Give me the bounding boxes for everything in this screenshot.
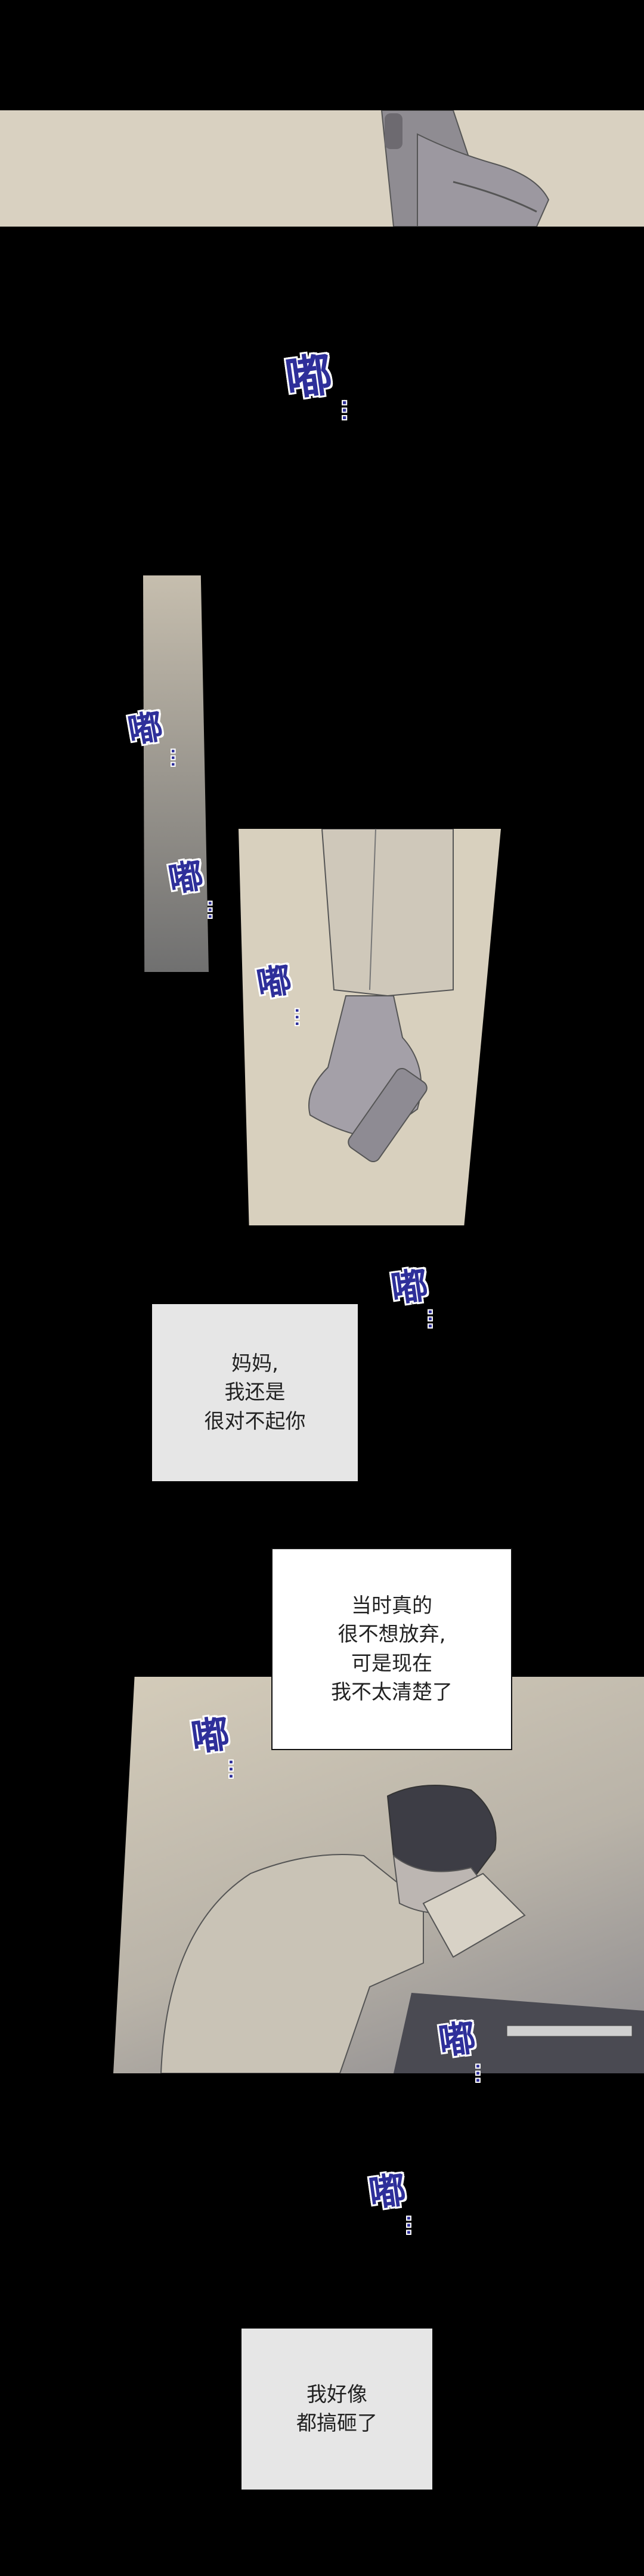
sfx-dots-4: ...: [292, 1008, 309, 1028]
caption-box-2: 当时真的 很不想放弃, 可是现在 我不太清楚了: [271, 1548, 512, 1750]
caption-1-line-2: 我还是: [224, 1380, 286, 1405]
person-slumped-illustration: [160, 1785, 644, 2073]
sfx-dots-1: ...: [339, 400, 358, 422]
panel-hand-dangling-phone: [239, 829, 501, 1225]
sfx-dots-2: ...: [168, 748, 185, 769]
sfx-dots-8: ...: [403, 2215, 421, 2237]
sfx-dots-3: ...: [205, 900, 222, 921]
sfx-du-5: 嘟: [388, 1262, 431, 1311]
caption-1-line-1: 妈妈,: [231, 1352, 278, 1376]
sfx-dots-6: ...: [225, 1759, 243, 1781]
sfx-dots-7: ...: [472, 2063, 490, 2085]
caption-box-1: 妈妈, 我还是 很对不起你: [152, 1304, 358, 1481]
caption-box-3: 我好像 都搞砸了: [242, 2329, 432, 2490]
panel-hand-phone-top: [0, 110, 644, 227]
caption-3-line-2: 都搞砸了: [296, 2411, 377, 2435]
caption-2-line-3: 可是现在: [351, 1651, 432, 1676]
caption-2-line-4: 我不太清楚了: [331, 1680, 453, 1704]
caption-1-line-3: 很对不起你: [204, 1409, 306, 1433]
hand-phone-illustration: [380, 110, 550, 227]
caption-2-line-1: 当时真的: [351, 1593, 432, 1618]
caption-2-line-2: 很不想放弃,: [338, 1623, 446, 1647]
hand-dangling-illustration: [308, 829, 454, 1163]
sfx-dots-5: ...: [425, 1309, 442, 1330]
caption-3-line-1: 我好像: [306, 2382, 367, 2407]
sfx-du-1: 嘟: [282, 347, 336, 407]
sfx-du-6: 嘟: [188, 1711, 233, 1761]
panel-gradient-strip: [143, 575, 209, 972]
sfx-du-8: 嘟: [366, 2167, 409, 2216]
sfx-du-7: 嘟: [435, 2015, 479, 2064]
